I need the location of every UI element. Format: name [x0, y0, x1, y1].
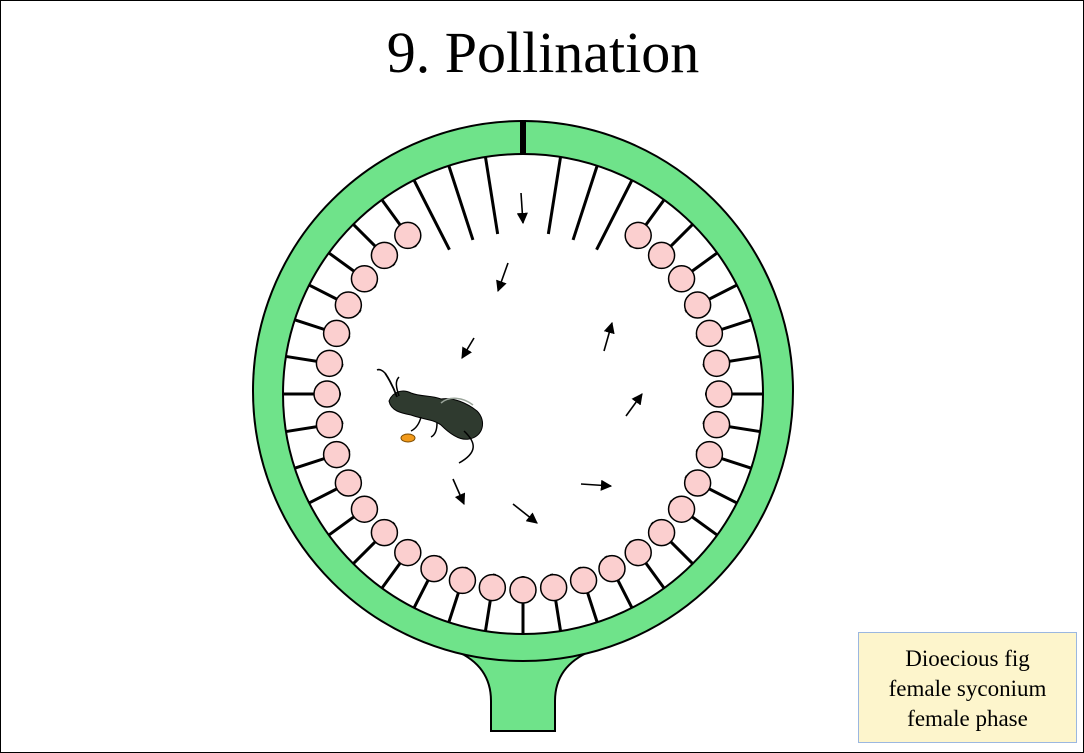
floret-ovary — [625, 222, 651, 248]
floret-ovary — [316, 412, 342, 438]
floret-ovary — [395, 222, 421, 248]
floret-ovary — [571, 567, 597, 593]
pollen-grain-icon — [401, 434, 415, 442]
floret-ovary — [649, 242, 675, 268]
floret-ovary — [599, 556, 625, 582]
caption-line-3: female phase — [859, 704, 1076, 734]
floret-ovary — [704, 412, 730, 438]
floret-ovary — [625, 540, 651, 566]
floret-ovary — [335, 292, 361, 318]
floret-ovary — [371, 242, 397, 268]
floret-ovary — [704, 350, 730, 376]
floret-ovary — [324, 442, 350, 468]
floret-ovary — [685, 292, 711, 318]
caption-line-1: Dioecious fig — [859, 644, 1076, 674]
floret-ovary — [696, 442, 722, 468]
floret-ovary — [449, 567, 475, 593]
floret-ovary — [696, 320, 722, 346]
floret-ovary — [324, 320, 350, 346]
caption-line-2: female syconium — [859, 674, 1076, 704]
floret-ovary — [706, 381, 732, 407]
floret-ovary — [541, 575, 567, 601]
floret-ovary — [510, 577, 536, 603]
floret-ovary — [669, 266, 695, 292]
floret-ovary — [316, 350, 342, 376]
floret-ovary — [314, 381, 340, 407]
floret-ovary — [395, 540, 421, 566]
floret-ovary — [479, 575, 505, 601]
floret-ovary — [335, 470, 361, 496]
floret-ovary — [685, 470, 711, 496]
peduncle — [456, 651, 591, 731]
caption-box: Dioecious fig female syconium female pha… — [858, 632, 1077, 743]
floret-ovary — [669, 496, 695, 522]
floret-ovary — [351, 266, 377, 292]
floret-ovary — [421, 556, 447, 582]
floret-ovary — [371, 520, 397, 546]
floret-ovary — [649, 520, 675, 546]
floret-ovary — [351, 496, 377, 522]
